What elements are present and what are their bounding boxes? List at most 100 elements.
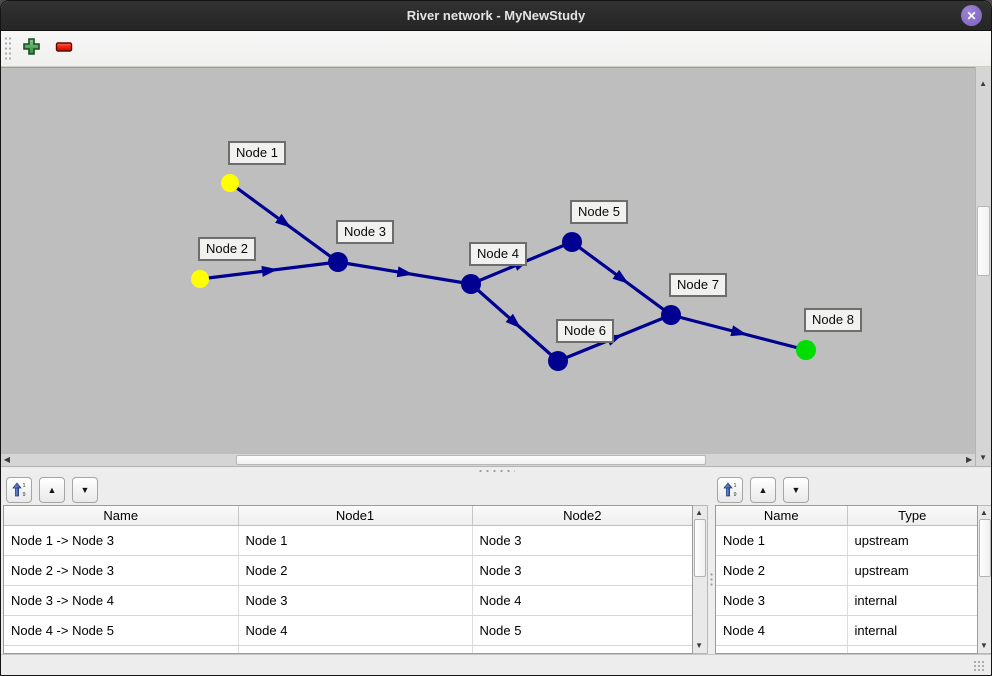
nodes-sort-button[interactable]: 1 9 [717, 477, 743, 503]
table-cell [716, 645, 848, 653]
vertical-scroll-thumb[interactable] [977, 206, 990, 276]
graph-node-node-4[interactable] [461, 274, 481, 294]
scroll-left-icon[interactable]: ◀ [3, 455, 11, 464]
graph-node-node-2[interactable] [191, 270, 209, 288]
svg-text:9: 9 [22, 492, 25, 497]
node-label[interactable]: Node 8 [804, 308, 862, 332]
scroll-down-icon[interactable]: ▼ [980, 641, 988, 650]
table-cell [238, 645, 473, 653]
table-cell: upstream [847, 525, 977, 556]
node-label[interactable]: Node 1 [228, 141, 286, 165]
node-label[interactable]: Node 6 [556, 319, 614, 343]
graph-node-node-8[interactable] [796, 340, 816, 360]
scroll-right-icon[interactable]: ▶ [965, 455, 973, 464]
triangle-down-icon: ▼ [80, 485, 90, 495]
edge-arrow-icon [261, 265, 278, 277]
edges-table-controls: 1 9 ▲ ▼ [1, 475, 714, 505]
nodes-table-scrollbar[interactable]: ▲ ▼ [978, 505, 991, 654]
table-cell: Node 2 [238, 555, 473, 586]
sort-ascending-icon: 1 9 [11, 481, 27, 499]
canvas-zone: Node 1 Node 2 Node 3 Node 4 Node 5 Node 6 Node… [1, 67, 991, 466]
node-label[interactable]: Node 4 [469, 242, 527, 266]
table-cell: upstream [847, 555, 977, 586]
graph-node-node-7[interactable] [661, 305, 681, 325]
triangle-up-icon: ▲ [47, 485, 57, 495]
node-label[interactable]: Node 7 [669, 273, 727, 297]
column-header[interactable]: Node1 [238, 506, 473, 526]
edges-move-up-button[interactable]: ▲ [39, 477, 65, 503]
status-bar [1, 654, 991, 675]
scroll-up-icon[interactable]: ▲ [979, 79, 987, 88]
column-header[interactable]: Name [4, 506, 239, 526]
pane-splitter[interactable] [1, 466, 991, 475]
river-network-canvas[interactable]: Node 1 Node 2 Node 3 Node 4 Node 5 Node 6 Node… [1, 67, 976, 453]
svg-text:1: 1 [733, 483, 736, 489]
table-cell: Node 1 [238, 525, 473, 556]
graph-node-node-5[interactable] [562, 232, 582, 252]
scroll-up-icon[interactable]: ▲ [980, 508, 988, 517]
canvas-vertical-scrollbar[interactable]: ▲ ▼ [975, 67, 991, 466]
table-cell: internal [847, 585, 977, 616]
table-cell: Node 3 -> Node 4 [4, 585, 239, 616]
column-header[interactable]: Type [847, 506, 977, 526]
edges-scroll-thumb[interactable] [694, 519, 707, 577]
resize-grip-icon[interactable] [973, 660, 986, 671]
column-header[interactable]: Name [716, 506, 848, 526]
table-cell: internal [847, 615, 977, 646]
graph-node-node-6[interactable] [548, 351, 568, 371]
remove-node-button[interactable] [52, 37, 76, 61]
nodes-move-up-button[interactable]: ▲ [750, 477, 776, 503]
canvas-horizontal-scrollbar[interactable]: ◀ ▶ [1, 453, 976, 466]
edge-arrow-icon [612, 269, 629, 284]
table-cell: Node 5 [472, 615, 693, 646]
table-cell: Node 2 -> Node 3 [4, 555, 239, 586]
edges-move-down-button[interactable]: ▼ [72, 477, 98, 503]
splitter-handle-icon [477, 469, 515, 473]
sort-ascending-icon: 1 9 [722, 481, 738, 499]
table-splitter-handle[interactable] [709, 571, 714, 588]
table-cell: Node 3 [716, 585, 848, 616]
horizontal-scroll-thumb[interactable] [236, 455, 706, 465]
table-cell: Node 1 -> Node 3 [4, 525, 239, 556]
edges-sort-button[interactable]: 1 9 [6, 477, 32, 503]
scroll-down-icon[interactable]: ▼ [979, 453, 987, 462]
edge-arrow-icon [275, 213, 292, 228]
column-header[interactable]: Node2 [472, 506, 693, 526]
node-label[interactable]: Node 3 [336, 220, 394, 244]
nodes-scroll-thumb[interactable] [979, 519, 991, 577]
graph-node-node-1[interactable] [221, 174, 239, 192]
edges-table-scrollbar[interactable]: ▲ ▼ [693, 505, 709, 654]
scroll-down-icon[interactable]: ▼ [695, 641, 704, 650]
graph-node-node-3[interactable] [328, 252, 348, 272]
toolbar-drag-handle[interactable] [4, 35, 12, 62]
triangle-down-icon: ▼ [791, 485, 801, 495]
table-cell: Node 3 [238, 585, 473, 616]
triangle-up-icon: ▲ [758, 485, 768, 495]
scroll-up-icon[interactable]: ▲ [695, 508, 704, 517]
table-cell: Node 4 [716, 615, 848, 646]
table-cell: Node 2 [716, 555, 848, 586]
node-label[interactable]: Node 2 [198, 237, 256, 261]
table-row[interactable] [4, 645, 693, 653]
close-button[interactable]: ✕ [961, 5, 982, 26]
nodes-move-down-button[interactable]: ▼ [783, 477, 809, 503]
table-cell: Node 4 [238, 615, 473, 646]
table-row[interactable] [716, 645, 977, 653]
edge-arrow-icon [730, 325, 748, 337]
add-node-button[interactable] [19, 37, 43, 61]
plus-icon [22, 37, 41, 61]
title-bar[interactable]: River network - MyNewStudy ✕ [1, 1, 991, 31]
node-label[interactable]: Node 5 [570, 200, 628, 224]
